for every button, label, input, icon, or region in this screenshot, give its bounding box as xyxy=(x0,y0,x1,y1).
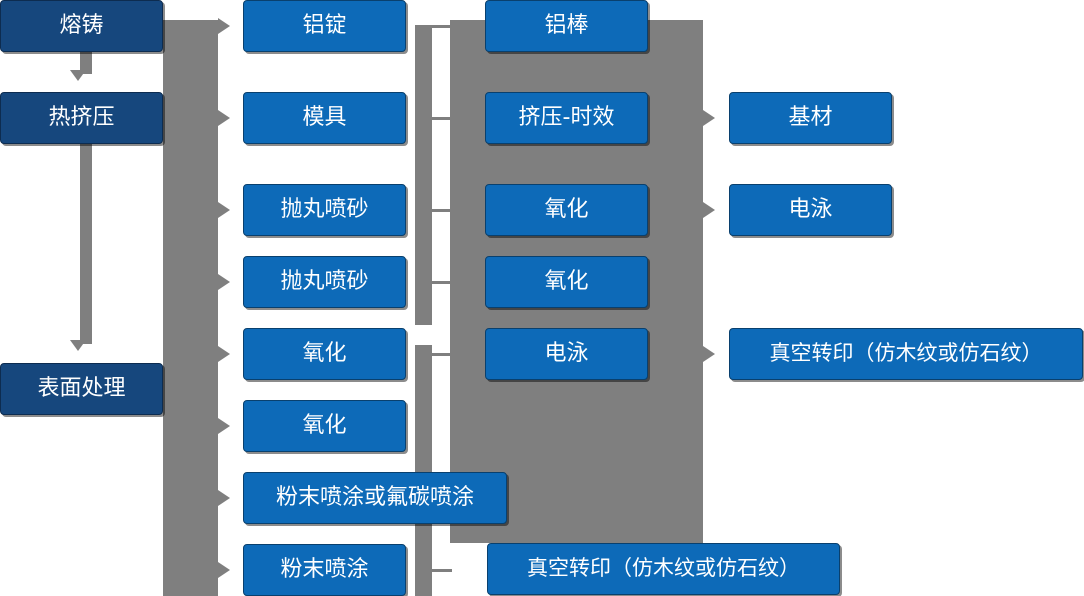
connector-arrow-down-to-hot-extrusion xyxy=(70,70,86,81)
arrow-to-oxidation-1 xyxy=(218,346,230,362)
process-label-die-mould: 模具 xyxy=(302,104,347,130)
arrow-to-shot-blasting-1 xyxy=(218,202,230,218)
tick-vacuum-transfer-low xyxy=(432,569,452,572)
output-label-oxidation-4: 氧化 xyxy=(544,268,589,294)
stage-box-hot-extrusion[interactable]: 热挤压 xyxy=(0,92,163,144)
process-label-powder-coating: 粉末喷涂 xyxy=(280,556,369,582)
output-label-extrusion-aging: 挤压-时效 xyxy=(518,104,615,130)
arrow-to-vacuum-transfer-right xyxy=(703,346,715,362)
tick-oxidation-3 xyxy=(432,209,452,212)
output-box-electrophoresis-1[interactable]: 电泳 xyxy=(485,328,648,380)
connector-process-to-output-left-rail xyxy=(415,25,432,325)
output-box-aluminium-bar[interactable]: 铝棒 xyxy=(485,0,648,52)
output-box-extrusion-aging[interactable]: 挤压-时效 xyxy=(485,92,648,144)
stage-label-surface-treatment: 表面处理 xyxy=(37,375,126,401)
arrow-to-aluminium-ingot xyxy=(218,18,230,34)
stage-box-surface-treatment[interactable]: 表面处理 xyxy=(0,363,163,415)
output-label-oxidation-3: 氧化 xyxy=(544,196,589,222)
output-label-electrophoresis-1: 电泳 xyxy=(544,340,589,366)
process-label-aluminium-ingot: 铝锭 xyxy=(302,12,347,38)
arrow-to-base-material xyxy=(703,110,715,126)
output-box-oxidation-3[interactable]: 氧化 xyxy=(485,184,648,236)
process-box-powder-coating[interactable]: 粉末喷涂 xyxy=(243,544,406,596)
arrow-to-powder-or-fluorocarbon xyxy=(218,490,230,506)
final-box-base-material[interactable]: 基材 xyxy=(729,92,892,144)
arrow-to-electrophoresis-2 xyxy=(703,202,715,218)
final-label-electrophoresis-2: 电泳 xyxy=(788,196,833,222)
process-box-oxidation-1[interactable]: 氧化 xyxy=(243,328,406,380)
arrow-to-oxidation-2 xyxy=(218,418,230,434)
arrow-to-shot-blasting-2 xyxy=(218,274,230,290)
process-box-shot-blasting-2[interactable]: 抛丸喷砂 xyxy=(243,256,406,308)
connector-stub-melt-cast xyxy=(80,52,92,74)
output-label-aluminium-bar: 铝棒 xyxy=(544,12,589,38)
stage-label-melt-cast: 熔铸 xyxy=(59,12,104,38)
stage-label-hot-extrusion: 热挤压 xyxy=(48,104,115,130)
final-label-base-material: 基材 xyxy=(788,104,833,130)
process-label-powder-or-fluorocarbon: 粉末喷涂或氟碳喷涂 xyxy=(275,484,474,510)
process-box-die-mould[interactable]: 模具 xyxy=(243,92,406,144)
arrow-to-powder-coating xyxy=(218,562,230,578)
final-box-vacuum-transfer-right[interactable]: 真空转印（仿木纹或仿石纹） xyxy=(729,328,1083,380)
output-box-vacuum-transfer-low[interactable]: 真空转印（仿木纹或仿石纹） xyxy=(487,543,840,595)
arrow-to-die-mould xyxy=(218,110,230,126)
process-box-aluminium-ingot[interactable]: 铝锭 xyxy=(243,0,406,52)
tick-oxidation-4 xyxy=(432,281,452,284)
final-box-electrophoresis-2[interactable]: 电泳 xyxy=(729,184,892,236)
stage-box-melt-cast[interactable]: 熔铸 xyxy=(0,0,163,52)
process-label-oxidation-1: 氧化 xyxy=(302,340,347,366)
connector-arrow-down-to-surface-treatment xyxy=(70,340,86,351)
process-box-oxidation-2[interactable]: 氧化 xyxy=(243,400,406,452)
output-label-vacuum-transfer-low: 真空转印（仿木纹或仿石纹） xyxy=(527,556,800,581)
final-label-vacuum-transfer-right: 真空转印（仿木纹或仿石纹） xyxy=(769,341,1043,366)
connector-stub-hot-extrusion xyxy=(80,144,92,344)
output-box-oxidation-4[interactable]: 氧化 xyxy=(485,256,648,308)
connector-stub-surface-treatment xyxy=(163,387,183,390)
tick-aluminium-bar xyxy=(432,25,452,28)
tick-electrophoresis-1 xyxy=(432,353,452,356)
process-box-shot-blasting-1[interactable]: 抛丸喷砂 xyxy=(243,184,406,236)
process-box-powder-or-fluorocarbon[interactable]: 粉末喷涂或氟碳喷涂 xyxy=(243,472,507,524)
tick-extrusion-aging xyxy=(432,117,452,120)
process-label-oxidation-2: 氧化 xyxy=(302,412,347,438)
process-label-shot-blasting-1: 抛丸喷砂 xyxy=(280,196,369,222)
connector-stage-to-process-trunk xyxy=(163,20,218,596)
process-label-shot-blasting-2: 抛丸喷砂 xyxy=(280,268,369,294)
connector-process-to-output-left-rail-lower xyxy=(415,345,432,596)
